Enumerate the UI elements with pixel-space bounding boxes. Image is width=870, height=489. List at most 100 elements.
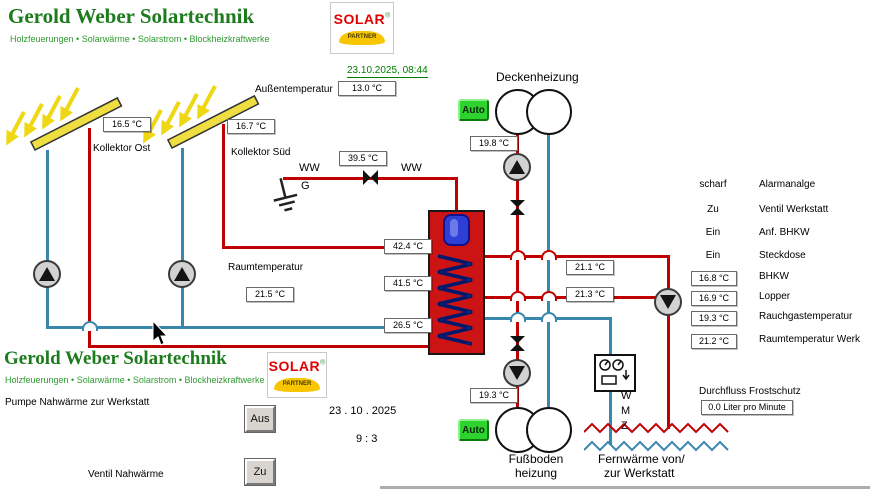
time-display: 9 : 3 (356, 433, 378, 445)
status-label: Lopper (759, 291, 791, 302)
kollektor-sued-graphic (143, 85, 260, 150)
pipe-crossing-icon (541, 291, 557, 301)
status-label: Raumtemperatur Werk (759, 334, 860, 345)
room-temperature-label: Raumtemperatur (228, 262, 304, 273)
datetime-label: 23.10.2025, 08:44 (347, 65, 428, 78)
tank-bottom-value: 26.5 °C (384, 318, 432, 333)
registered-mark: ® (320, 359, 326, 367)
status-value: 21.2 °C (691, 334, 737, 349)
solar-partner-logo: SOLAR® PARTNER (330, 2, 394, 54)
floor-heating-line1: Fußboden (508, 452, 564, 466)
fernwaerme-line1: Fernwärme von/ (598, 452, 685, 466)
floor-heating-line2: heizung (514, 466, 558, 480)
logo-swoosh: PARTNER (274, 378, 320, 392)
status-label: Ventil Werkstatt (759, 204, 829, 215)
ww-right-label: WW (401, 162, 422, 174)
wmz-letter: M (621, 405, 631, 417)
ww-left-label: WW (299, 162, 320, 174)
pipe-segment (455, 177, 458, 212)
registered-mark: ® (385, 12, 391, 20)
room-temperature-value: 21.5 °C (246, 287, 294, 302)
wmz-letter: W (621, 390, 632, 402)
brand-subtitle: Holzfeuerungen • Solarwärme • Solarstrom… (10, 34, 270, 44)
window-edge (380, 486, 870, 489)
werkstatt-supply-value: 21.1 °C (566, 260, 614, 275)
kollektor-ost-label: Kollektor Ost (93, 143, 151, 154)
solar-logo-text: SOLAR® (268, 358, 326, 374)
pipe-segment (609, 388, 612, 445)
pump-direction-icon (39, 267, 55, 281)
brand-title-bottom: Gerold Weber Solartechnik (4, 348, 227, 369)
pump-nahwaerme-state-button[interactable]: Aus (244, 405, 276, 433)
kollektor-ost-value: 16.5 °C (103, 117, 151, 132)
status-value: 19.3 °C (691, 311, 737, 326)
floor-valve-icon (510, 336, 525, 351)
flow-label: Durchfluss Frostschutz (699, 386, 801, 397)
status-value: scharf (699, 179, 727, 190)
brand-subtitle-bottom: Holzfeuerungen • Solarwärme • Solarstrom… (5, 375, 265, 385)
ceiling-auto-button[interactable]: Auto (458, 99, 489, 121)
tank-top-value: 42.4 °C (384, 239, 432, 254)
status-value: Zu (707, 204, 719, 215)
status-label: BHKW (759, 271, 789, 282)
pipe-segment (222, 124, 225, 249)
ground-label: G (301, 180, 310, 192)
ground-icon (273, 177, 298, 212)
heat-meter (594, 354, 636, 392)
pipe-segment (46, 326, 431, 329)
logo-swoosh: PARTNER (339, 31, 385, 45)
heat-meter-glyphs (599, 359, 630, 385)
status-label: Alarmanalge (759, 179, 816, 190)
storage-tank (428, 210, 485, 355)
status-value: Ein (705, 227, 721, 238)
floor-auto-button[interactable]: Auto (458, 419, 489, 441)
ww-temperature-value: 39.5 °C (339, 151, 387, 166)
heat-exchanger-circle (526, 407, 572, 453)
status-value: 16.9 °C (691, 291, 737, 306)
heat-exchanger-circle (526, 89, 572, 135)
pipe-crossing-icon (510, 250, 526, 260)
ceiling-valve-icon (510, 200, 525, 215)
pipe-segment (516, 133, 519, 407)
brand-title: Gerold Weber Solartechnik (8, 4, 255, 28)
status-label: Anf. BHKW (759, 227, 810, 238)
pump-direction-icon (509, 160, 525, 174)
floor-pump (503, 359, 531, 387)
solar-logo-text: SOLAR® (333, 11, 391, 27)
pump-direction-icon (660, 295, 676, 309)
solar-partner-logo-bottom: SOLAR® PARTNER (267, 352, 327, 398)
pipe-crossing-icon (510, 312, 526, 322)
tank-mid-value: 41.5 °C (384, 276, 432, 291)
pump-kollektor-ost (33, 260, 61, 288)
flow-value: 0.0 Liter pro Minute (701, 400, 793, 415)
status-label: Rauchgastemperatur (759, 311, 853, 322)
floor-heating-label: Fußboden heizung (494, 452, 578, 480)
date-display: 23 . 10 . 2025 (329, 405, 397, 417)
ceiling-pump (503, 153, 531, 181)
ventil-nahwaerme-label: Ventil Nahwärme (88, 469, 164, 480)
pipe-segment (283, 177, 458, 180)
status-value: Ein (705, 250, 721, 261)
pump-nahwaerme-label: Pumpe Nahwärme zur Werkstatt (5, 397, 150, 408)
pipe-crossing-icon (541, 312, 557, 322)
pipe-crossing-icon (510, 291, 526, 301)
status-label: Steckdose (759, 250, 806, 261)
ww-valve-icon (363, 170, 378, 185)
pipe-segment (222, 246, 432, 249)
pipe-segment (181, 148, 184, 329)
ceiling-heat-exchanger (495, 89, 575, 135)
fernwaerme-line2: zur Werkstatt (604, 466, 675, 480)
ventil-nahwaerme-state-button[interactable]: Zu (244, 458, 276, 486)
pipe-segment (88, 128, 91, 348)
ceiling-supply-value: 19.8 °C (470, 136, 518, 151)
partner-label: PARTNER (347, 34, 377, 40)
outdoor-temperature-value: 13.0 °C (338, 81, 396, 96)
pipe-segment (547, 133, 550, 409)
kollektor-sued-label: Kollektor Süd (231, 147, 291, 158)
pipe-segment (485, 255, 670, 258)
pipe-segment (609, 317, 612, 355)
partner-label: PARTNER (282, 381, 312, 387)
pump-direction-icon (174, 267, 190, 281)
kollektor-sued-value: 16.7 °C (227, 119, 275, 134)
